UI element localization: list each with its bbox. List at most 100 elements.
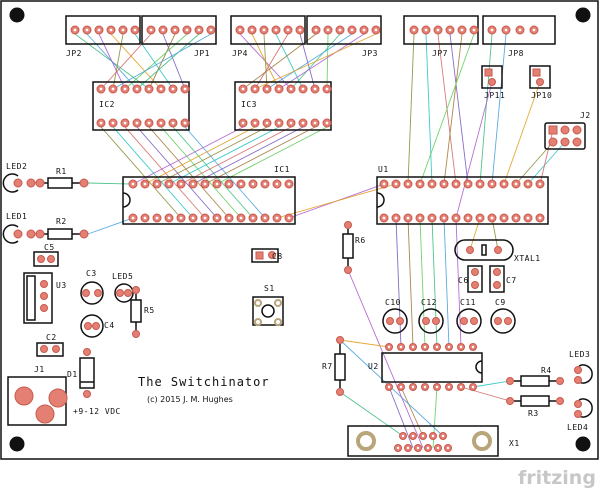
pad-hole	[459, 385, 463, 389]
label-c12: C12	[421, 298, 437, 307]
pad-hole	[338, 28, 342, 32]
mounting-hole-top-right	[575, 7, 591, 23]
label-ic1: IC1	[274, 165, 290, 174]
label-jp3: JP3	[362, 49, 378, 58]
ratsnest-wire	[388, 386, 414, 449]
pad-hole	[286, 28, 290, 32]
pad-hole	[301, 121, 305, 125]
header-jp10	[529, 65, 551, 89]
ratsnest-wire	[112, 33, 212, 90]
pad-hole	[149, 28, 153, 32]
ratsnest-wire	[132, 126, 244, 185]
pad-hole	[471, 345, 475, 349]
pad-hole	[326, 28, 330, 32]
ratsnest-wire	[431, 217, 438, 348]
ratsnest-wire	[275, 33, 304, 90]
ratsnest-wire	[400, 386, 424, 437]
pad-hole	[111, 121, 115, 125]
ratsnest-wire	[168, 126, 280, 185]
ratsnest-wire	[443, 217, 450, 348]
resistor-r7	[334, 336, 346, 396]
pad-hole	[382, 182, 386, 186]
pad-hole	[411, 345, 415, 349]
pad-hole	[514, 216, 518, 220]
capacitor-c8	[251, 248, 279, 263]
label-j2: J2	[580, 111, 591, 120]
led-led2	[2, 173, 36, 193]
label-r7: R7	[322, 362, 333, 371]
capacitor-c4	[80, 314, 104, 338]
pad-hole	[448, 28, 452, 32]
led-led3	[574, 364, 593, 384]
pad-hole	[253, 121, 257, 125]
pad-hole	[97, 28, 101, 32]
ratsnest-wire	[479, 33, 493, 185]
ratsnest-wire	[503, 81, 541, 185]
ratsnest-wire	[148, 126, 230, 219]
label-c6: C6	[458, 276, 469, 285]
pad-hole	[263, 182, 267, 186]
pad-hole	[435, 345, 439, 349]
ratsnest-wire	[419, 33, 475, 185]
pad-hole	[265, 121, 269, 125]
ratsnest-wire	[100, 126, 182, 219]
pad-hole	[277, 87, 281, 91]
chip-ic3	[234, 81, 332, 131]
pad-hole	[287, 216, 291, 220]
ratsnest-wire	[460, 386, 511, 402]
pad-hole	[301, 87, 305, 91]
pad-hole	[466, 216, 470, 220]
pad-hole	[251, 182, 255, 186]
pad-hole	[265, 87, 269, 91]
pad-hole	[171, 121, 175, 125]
ratsnest-wire	[254, 33, 289, 90]
mounting-hole-bottom-left	[9, 436, 25, 452]
capacitor-c6	[467, 265, 483, 293]
ratsnest-wire	[87, 217, 134, 235]
header-jp1	[141, 15, 217, 45]
label-c7: C7	[506, 276, 517, 285]
pad-hole	[412, 28, 416, 32]
pad-hole	[396, 446, 400, 450]
pad-hole	[131, 216, 135, 220]
ratsnest-wire	[242, 33, 317, 90]
label-c10: C10	[385, 298, 401, 307]
pad-hole	[514, 182, 518, 186]
pad-hole	[167, 216, 171, 220]
pad-hole	[313, 121, 317, 125]
pad-hole	[423, 345, 427, 349]
resistor-r6	[342, 221, 354, 274]
ratsnest-wire	[419, 217, 426, 348]
ratsnest-wire	[156, 126, 268, 185]
pad-hole	[325, 87, 329, 91]
ratsnest-wire	[110, 33, 162, 90]
ratsnest-wire	[443, 33, 463, 185]
capacitor-c10	[382, 308, 408, 334]
pad-hole	[111, 87, 115, 91]
pad-hole	[526, 216, 530, 220]
capacitor-c9	[490, 308, 516, 334]
capacitor-c5	[33, 251, 59, 267]
pad-hole	[183, 121, 187, 125]
pad-hole	[350, 28, 354, 32]
pad-hole	[459, 345, 463, 349]
pad-hole	[135, 121, 139, 125]
pad-hole	[423, 385, 427, 389]
pad-hole	[436, 446, 440, 450]
pad-hole	[478, 216, 482, 220]
ratsnest-wire	[339, 339, 390, 348]
pad-hole	[430, 182, 434, 186]
capacitor-c3	[80, 281, 104, 305]
pad-hole	[227, 216, 231, 220]
pad-hole	[289, 121, 293, 125]
pad-hole	[289, 87, 293, 91]
connector-x1	[347, 425, 499, 457]
led-led1	[2, 224, 36, 244]
pad-hole	[203, 182, 207, 186]
label-c11: C11	[460, 298, 476, 307]
label-c5: C5	[44, 243, 55, 252]
pad-hole	[183, 87, 187, 91]
pad-hole	[454, 216, 458, 220]
header-jp4	[230, 15, 306, 45]
pad-hole	[447, 345, 451, 349]
